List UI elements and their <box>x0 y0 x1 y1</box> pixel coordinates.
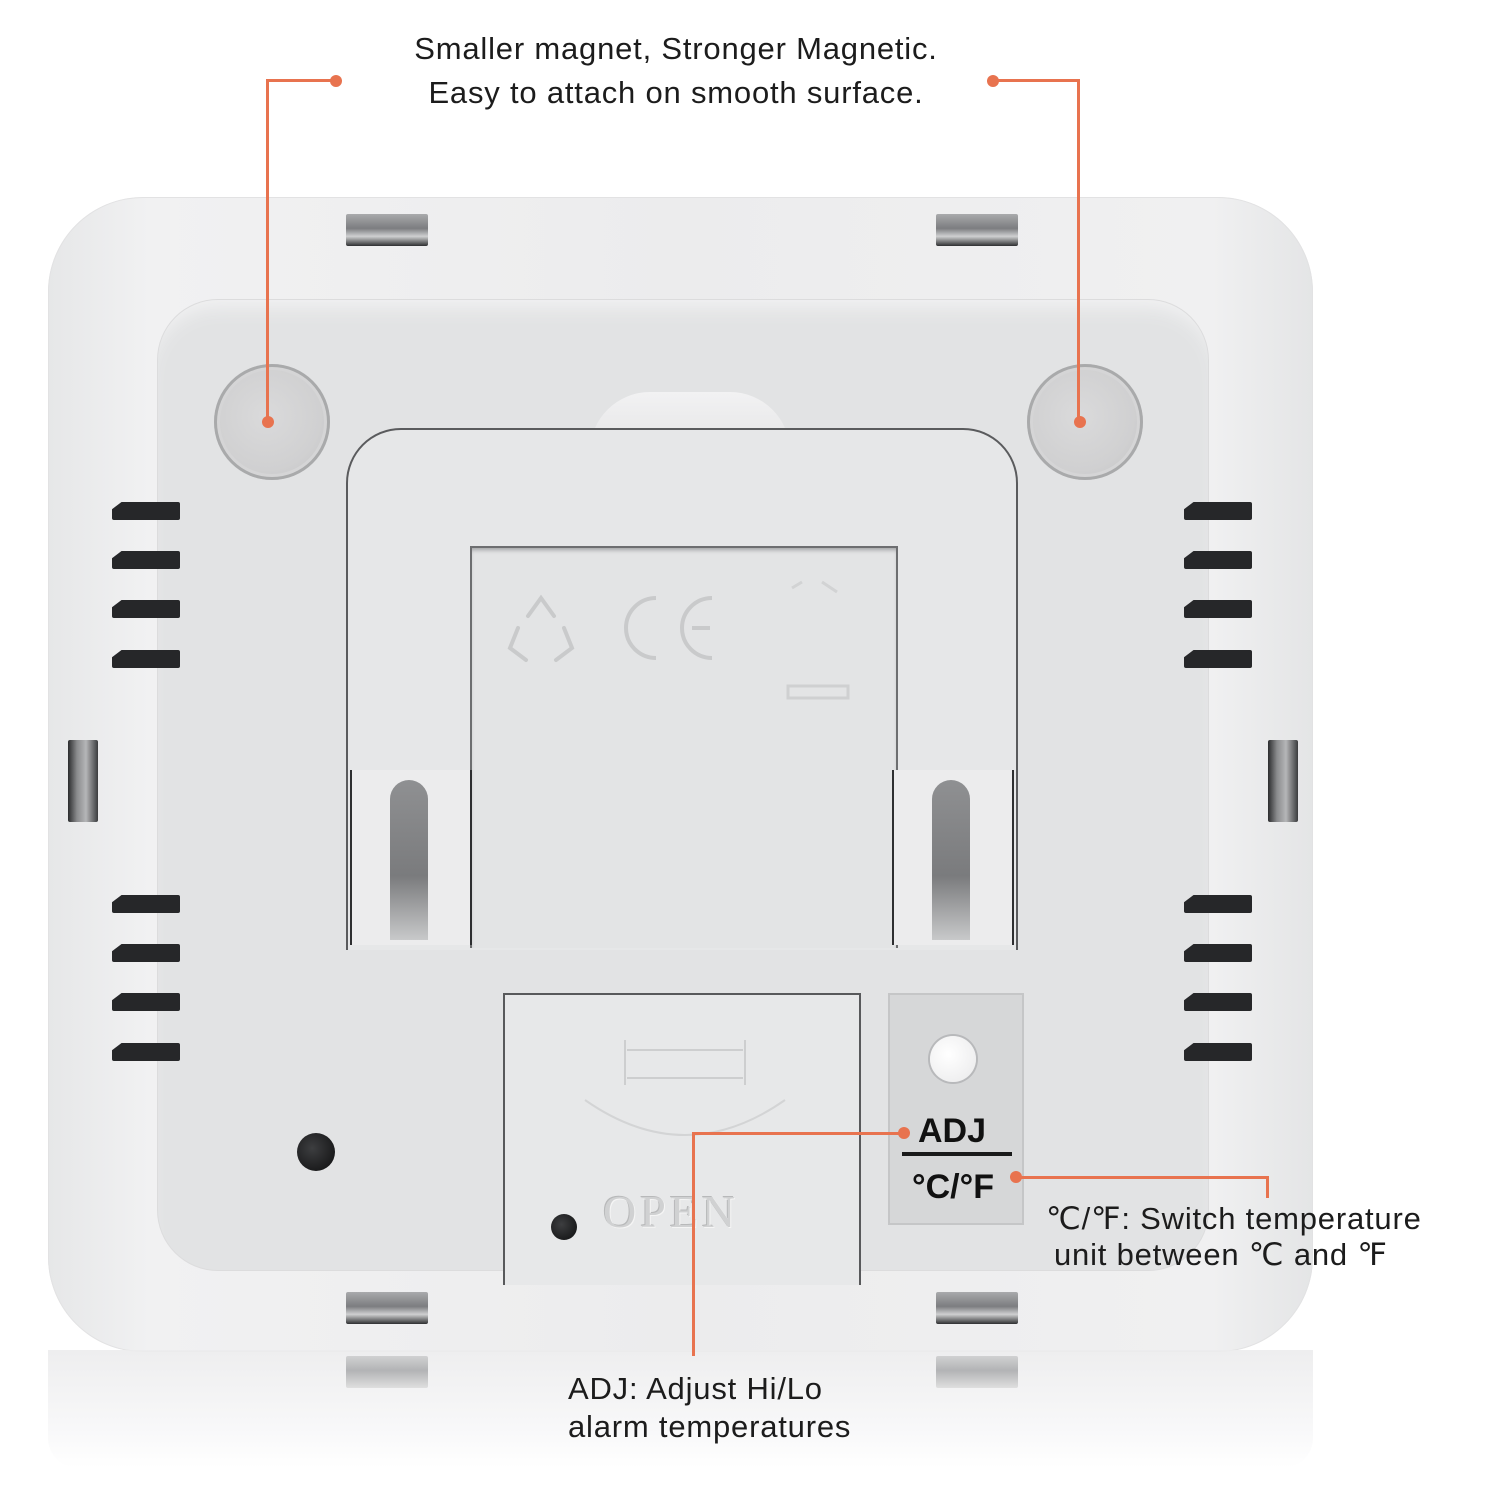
top-left-clip-slot <box>346 214 428 246</box>
vent-slot <box>1184 502 1252 520</box>
battery-cover-open-text: OPEN <box>603 1186 740 1237</box>
adj-button-label: ADJ <box>918 1112 987 1150</box>
right-side-slot <box>1268 740 1298 822</box>
button-panel <box>888 993 1024 1225</box>
vent-slot <box>112 993 180 1011</box>
left-hanging-hook <box>390 780 428 940</box>
adj-callout-line-v <box>692 1132 695 1356</box>
magnet-callout-line-right-h <box>993 79 1079 82</box>
callout-dot <box>898 1127 910 1139</box>
vent-slot <box>112 944 180 962</box>
vent-slot <box>1184 944 1252 962</box>
unit-annotation-line1: ℃/℉: Switch temperature <box>1046 1201 1422 1236</box>
vent-slot <box>112 895 180 913</box>
vent-slot <box>112 502 180 520</box>
magnet-callout-line-left-h <box>266 79 336 82</box>
unit-callout-line-h <box>1016 1176 1268 1179</box>
reset-hole[interactable] <box>551 1214 577 1240</box>
kickstand-inner-panel <box>470 546 898 948</box>
unit-annotation-line2: unit between ℃ and ℉ <box>1054 1237 1388 1272</box>
callout-dot <box>987 75 999 87</box>
button-label-divider <box>902 1152 1012 1156</box>
bottom-right-clip-slot <box>936 1292 1018 1324</box>
vent-slot <box>1184 650 1252 668</box>
unit-button-label: °C/°F <box>912 1168 994 1206</box>
magnet-annotation-line2: Easy to attach on smooth surface. <box>428 75 924 110</box>
adj-callout-line-h <box>692 1132 906 1135</box>
callout-dot <box>330 75 342 87</box>
top-right-clip-slot <box>936 214 1018 246</box>
callout-dot <box>1074 416 1086 428</box>
battery-cover[interactable]: OPEN <box>503 993 861 1285</box>
adj-annotation-line2: alarm temperatures <box>568 1409 852 1444</box>
magnet-annotation-line1: Smaller magnet, Stronger Magnetic. <box>414 31 938 66</box>
vent-slot <box>112 1043 180 1061</box>
vent-slot <box>1184 600 1252 618</box>
vent-slot <box>112 650 180 668</box>
vent-slot <box>1184 551 1252 569</box>
left-side-slot <box>68 740 98 822</box>
callout-dot <box>1010 1171 1022 1183</box>
ce-mark-icon <box>624 596 713 660</box>
recycle-icon <box>507 594 575 662</box>
callout-dot <box>262 416 274 428</box>
adj-annotation-line1: ADJ: Adjust Hi/Lo <box>568 1371 823 1406</box>
bottom-left-clip-slot <box>346 1292 428 1324</box>
disposal-icon <box>786 580 850 700</box>
adj-button[interactable] <box>930 1036 976 1082</box>
open-arrow-icon <box>584 1040 786 1136</box>
right-hanging-hook <box>932 780 970 940</box>
bottom-left-slot-reflection <box>346 1356 428 1388</box>
vent-slot <box>1184 895 1252 913</box>
vent-slot <box>112 551 180 569</box>
vent-slot <box>1184 993 1252 1011</box>
unit-callout-line-v <box>1266 1176 1269 1198</box>
vent-slot <box>112 600 180 618</box>
bottom-right-slot-reflection <box>936 1356 1018 1388</box>
vent-slot <box>1184 1043 1252 1061</box>
magnet-callout-line-right-v <box>1077 79 1080 422</box>
sensor-hole <box>297 1133 335 1171</box>
magnet-callout-line-left-v <box>266 79 269 422</box>
device-reflection <box>48 1350 1313 1468</box>
